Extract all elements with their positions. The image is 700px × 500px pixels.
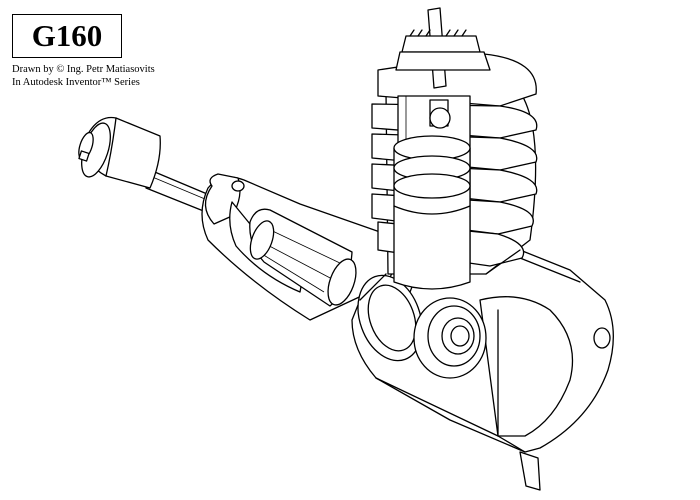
compression-screw [395,7,491,89]
front-housing [201,173,401,321]
piston [393,135,471,290]
contra-piston [429,99,451,129]
main-bearing [413,297,487,379]
credits: Drawn by © Ing. Petr Matiasovits In Auto… [12,63,155,89]
title: G160 [31,18,103,53]
section-edges [359,249,521,301]
credits-line-2: In Autodesk Inventor™ Series [12,77,140,88]
credits-line-1: Drawn by © Ing. Petr Matiasovits [12,64,155,75]
title-box: G160 [12,14,122,58]
prop-driver [78,116,161,189]
